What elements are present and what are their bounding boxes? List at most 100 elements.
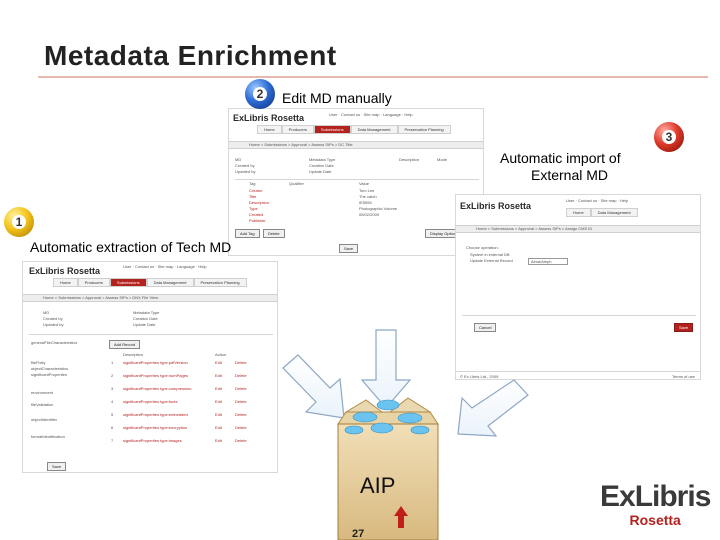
row-number: 7	[111, 438, 113, 443]
row-edit-link[interactable]: Edit	[215, 373, 222, 378]
edit-md-callout: Edit MD manually	[282, 90, 392, 107]
main-tabs: Home Producers Submissions Data Manageme…	[53, 278, 247, 287]
side-item[interactable]: environment	[31, 390, 53, 395]
row-edit-link[interactable]: Edit	[215, 438, 222, 443]
metadata-type-field: Metadata Type	[309, 157, 335, 162]
update-date-field: Update Date	[133, 322, 155, 327]
side-item[interactable]: formatIdentification	[31, 434, 65, 439]
arrow-down-icon	[362, 330, 410, 408]
tab-data-management[interactable]: Data Management	[351, 125, 398, 134]
exlibris-logo: ExLibris Rosetta	[460, 201, 531, 211]
row-edit-link[interactable]: Edit	[215, 386, 222, 391]
row-delete-link[interactable]: Delete	[235, 425, 247, 430]
tab-data-management[interactable]: Data Management	[591, 208, 638, 217]
table-row[interactable]: Publisher	[249, 218, 266, 223]
header-links: User · Contact us · Site map · Help	[566, 198, 628, 203]
row-number: 4	[111, 399, 113, 404]
choose-operation-label: Choose operation:	[466, 245, 499, 250]
row-delete-link[interactable]: Delete	[235, 386, 247, 391]
row-delete-link[interactable]: Delete	[235, 412, 247, 417]
brand-exlibris: ExLibris	[600, 480, 710, 514]
add-record-button[interactable]: Add Record	[109, 340, 140, 349]
row-value[interactable]: IE5555	[359, 200, 372, 205]
footer-terms-link[interactable]: Terms of use	[672, 374, 695, 379]
tab-preservation-planning[interactable]: Preservation Planning	[194, 278, 247, 287]
row-number: 6	[111, 425, 113, 430]
tab-home[interactable]: Home	[53, 278, 78, 287]
save-button[interactable]: Save	[47, 462, 66, 471]
row-number: 2	[111, 373, 113, 378]
breadcrumb: Home > Submissions > Approval > Assess S…	[43, 295, 158, 300]
cancel-button[interactable]: Cancel	[474, 323, 496, 332]
tab-submissions[interactable]: Submissions	[314, 125, 351, 134]
breadcrumb: Home > Submissions > Approval > Assess S…	[249, 142, 353, 147]
tab-producers[interactable]: Producers	[78, 278, 110, 287]
update-date-field: Update Date	[309, 169, 331, 174]
creation-date-field: Creation Date	[133, 316, 158, 321]
tab-data-management[interactable]: Data Management	[147, 278, 194, 287]
table-row[interactable]: Creator	[249, 188, 262, 193]
row-edit-link[interactable]: Edit	[215, 399, 222, 404]
header-links: User · Contact us · Site map · Language …	[123, 264, 207, 269]
footer-copyright: © Ex Libris Ltd., 2009	[460, 374, 498, 379]
save-button[interactable]: Save	[674, 323, 693, 332]
row-description: significantProperties type:fonts	[123, 399, 177, 404]
import-md-callout-line1: Automatic import of	[500, 150, 621, 167]
edit-md-screen: ExLibris Rosetta User · Contact us · Sit…	[228, 108, 484, 256]
row-description: significantProperties type:images	[123, 438, 182, 443]
tab-submissions[interactable]: Submissions	[110, 278, 147, 287]
title-divider	[38, 76, 708, 78]
row-description: significantProperties type:compression	[123, 386, 191, 391]
table-row[interactable]: Type	[249, 206, 258, 211]
side-item[interactable]: generalFileCharacteristics	[31, 340, 77, 345]
option-system-external-db[interactable]: System in external DB	[470, 252, 510, 257]
updated-by-field: Updated by	[43, 322, 63, 327]
metadata-type-field: Metadata Type	[133, 310, 159, 315]
import-md-screen: ExLibris Rosetta User · Contact us · Sit…	[455, 194, 701, 380]
tab-producers[interactable]: Producers	[282, 125, 314, 134]
side-item[interactable]: fileFixity	[31, 360, 45, 365]
row-description: significantProperties type:encryption	[123, 425, 187, 430]
extract-md-callout: Automatic extraction of Tech MD	[30, 239, 231, 256]
row-description: significantProperties type:embedded	[123, 412, 188, 417]
main-tabs: Home Producers Submissions Data Manageme…	[257, 125, 451, 134]
source-select[interactable]: Alma/Aleph	[528, 258, 568, 265]
arrow-diagonal-left-icon	[283, 355, 344, 418]
exlibris-rosetta-logo: ExLibris Rosetta	[600, 480, 710, 528]
row-delete-link[interactable]: Delete	[235, 399, 247, 404]
tab-home[interactable]: Home	[566, 208, 591, 217]
row-edit-link[interactable]: Edit	[215, 360, 222, 365]
row-number: 1	[111, 360, 113, 365]
delete-button[interactable]: Delete	[263, 229, 285, 238]
side-item[interactable]: objectCharacteristics	[31, 366, 68, 371]
side-item[interactable]: fileValidation	[31, 402, 53, 407]
row-delete-link[interactable]: Delete	[235, 360, 247, 365]
add-tag-button[interactable]: Add Tag	[235, 229, 260, 238]
tab-home[interactable]: Home	[257, 125, 282, 134]
step-1-badge: 1	[4, 207, 34, 237]
exlibris-logo: ExLibris Rosetta	[233, 113, 304, 123]
row-value[interactable]: The catch	[359, 194, 377, 199]
table-row[interactable]: Description	[249, 200, 269, 205]
row-value[interactable]: 05/02/2009	[359, 212, 379, 217]
row-value[interactable]: Photographic Volume	[359, 206, 397, 211]
col-description: Description	[123, 352, 143, 357]
side-item[interactable]: objectIdentifier	[31, 417, 57, 422]
table-row[interactable]: Title	[249, 194, 256, 199]
md-field: MD	[43, 310, 49, 315]
row-delete-link[interactable]: Delete	[235, 373, 247, 378]
extract-md-screen: ExLibris Rosetta User · Contact us · Sit…	[22, 261, 278, 473]
col-qualifier: Qualifier	[289, 181, 304, 186]
row-description: significantProperties type:pdfVersion	[123, 360, 188, 365]
row-value[interactable]: Tom Lee	[359, 188, 374, 193]
row-edit-link[interactable]: Edit	[215, 412, 222, 417]
row-edit-link[interactable]: Edit	[215, 425, 222, 430]
col-action: Action	[215, 352, 226, 357]
side-item[interactable]: significantProperties	[31, 372, 67, 377]
table-row[interactable]: Created	[249, 212, 263, 217]
option-update-external-record[interactable]: Update External Record	[470, 258, 513, 263]
created-by-field: Created by	[43, 316, 63, 321]
row-delete-link[interactable]: Delete	[235, 438, 247, 443]
save-button[interactable]: Save	[339, 244, 358, 253]
tab-preservation-planning[interactable]: Preservation Planning	[398, 125, 451, 134]
